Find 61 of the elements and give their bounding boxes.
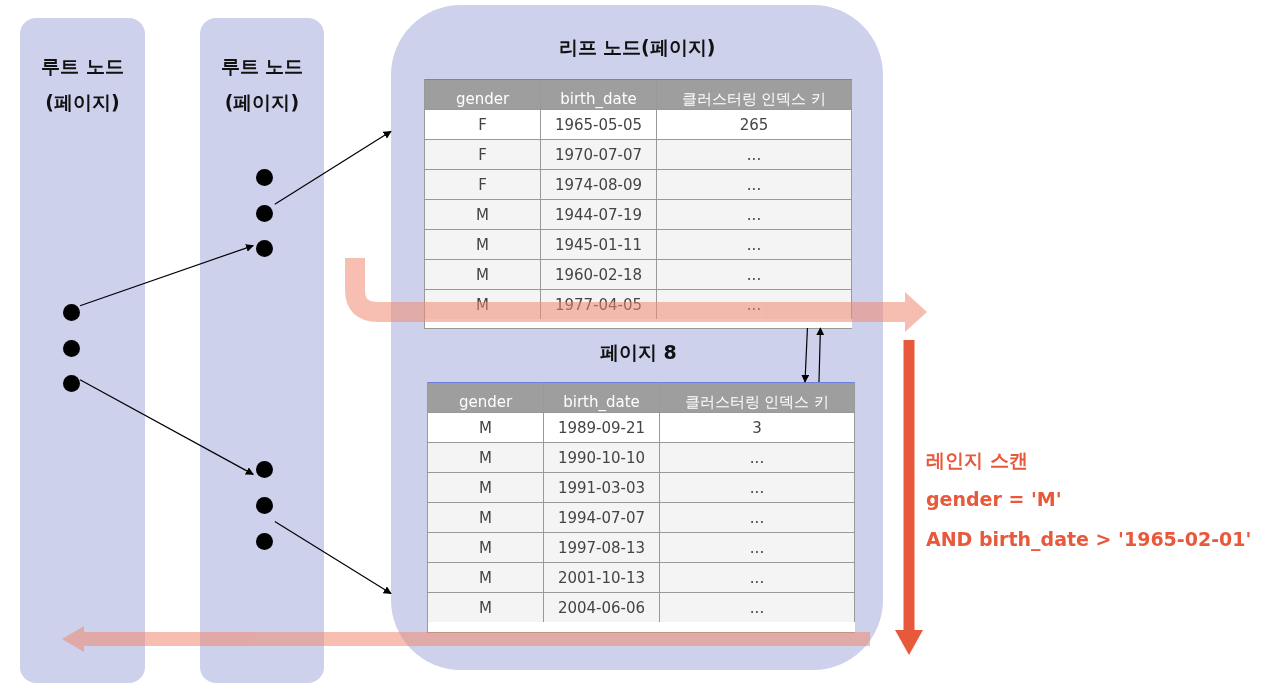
table-cell: M [428,502,544,532]
condition-text: gender = 'M' [926,488,1062,510]
table-cell: ... [660,502,855,532]
table-cell: 1991-03-03 [544,472,660,502]
table-cell: 1965-05-05 [541,109,657,139]
table-cell: 1960-02-18 [541,259,657,289]
table-cell: F [425,169,541,199]
table-cell: ... [660,442,855,472]
table-cell: ... [657,289,852,319]
table-cell: 2004-06-06 [544,592,660,622]
node-title: 루트 노드 (페이지) [40,54,125,116]
root-node-panel [20,18,145,683]
table-cell: M [428,562,544,592]
arrow [816,327,825,383]
table-cell: 265 [657,109,852,139]
table-cell: F [425,109,541,139]
root-node-panel [200,18,324,683]
table-cell: 1997-08-13 [544,532,660,562]
table-cell: M [425,199,541,229]
table-cell: ... [657,199,852,229]
condition-text: AND birth_date > '1965-02-01' [926,528,1252,550]
table-cell: 1990-10-10 [544,442,660,472]
table-cell: ... [657,229,852,259]
table-cell: ... [657,259,852,289]
table-cell: 1945-01-11 [541,229,657,259]
node-title: 루트 노드 (페이지) [219,54,305,116]
table-cell: 1994-07-07 [544,502,660,532]
table-cell: ... [660,562,855,592]
table-cell: 1974-08-09 [541,169,657,199]
page-heading: 페이지 8 [600,340,677,365]
table-cell: 1944-07-19 [541,199,657,229]
arrow [274,520,392,595]
table-cell: M [428,412,544,442]
scan-title: 레인지 스캔 [926,448,1028,473]
arrow [79,244,254,307]
table-cell: M [425,259,541,289]
table-cell: ... [660,592,855,622]
table-cell: 2001-10-13 [544,562,660,592]
arrow [79,379,254,475]
table-cell: F [425,139,541,169]
table-cell: ... [657,169,852,199]
table-cell: 1970-07-07 [541,139,657,169]
table-cell: M [428,442,544,472]
table-cell: M [428,592,544,622]
dots-icon [255,169,273,257]
arrow [274,130,392,205]
dots-icon [62,304,80,392]
table-cell: M [428,472,544,502]
table-cell: ... [660,472,855,502]
dots-icon [255,461,273,550]
table-cell: M [428,532,544,562]
leaf-node-panel [391,5,883,670]
data-table [424,79,852,329]
data-table [427,382,855,633]
node-title: 리프 노드(페이지) [557,35,717,60]
table-cell: ... [657,139,852,169]
table-cell: ... [660,532,855,562]
table-cell: 1989-09-21 [544,412,660,442]
table-cell: 3 [660,412,855,442]
table-cell: M [425,229,541,259]
arrow [801,327,810,383]
